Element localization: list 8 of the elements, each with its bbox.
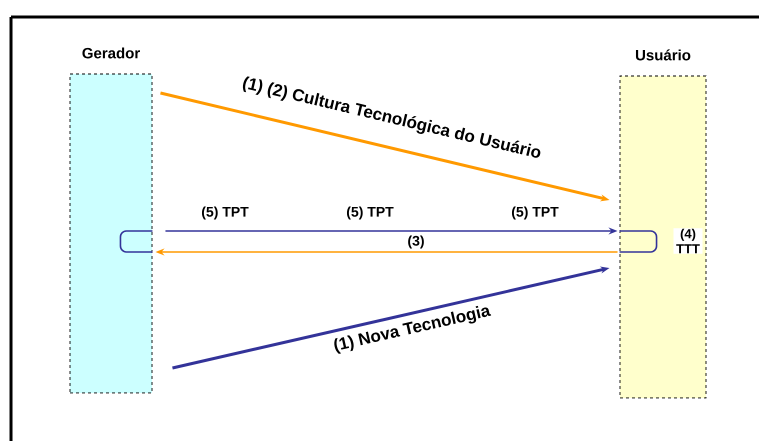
edge-label: (5) TPT: [202, 206, 249, 220]
edge-label: (1) Nova Tecnologia: [334, 306, 492, 354]
edge-label: (4) TTT: [674, 228, 702, 254]
box-heading: Usuário: [636, 49, 690, 60]
edge-label: (3): [406, 234, 426, 250]
flow-label: (5) TPT: [346, 206, 394, 220]
flow-label: (5) TPT: [512, 206, 559, 220]
box-heading: Gerador: [82, 47, 140, 58]
